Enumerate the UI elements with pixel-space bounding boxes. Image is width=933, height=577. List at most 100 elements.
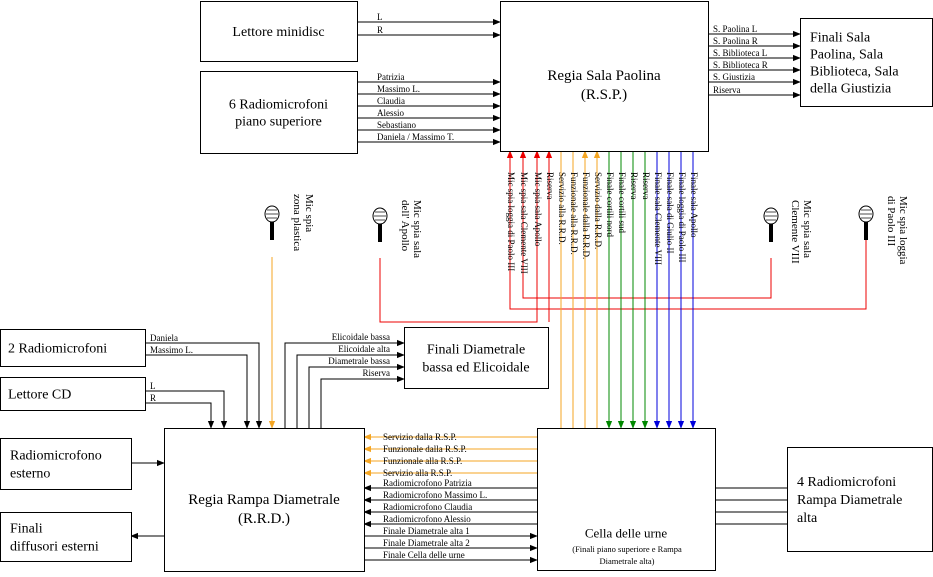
label-diametrale-output: Riserva — [363, 368, 391, 378]
label-vertical-signal: Servizio alla R.R.D. — [557, 172, 567, 245]
box-finali-sala-paolina-label: Paolina, Sala — [810, 47, 884, 62]
box-regia-rampa-diametrale-label: Regia Rampa Diametrale — [188, 492, 340, 508]
microphone-icon-label: Mic spia sala — [411, 200, 423, 258]
microphone-icon-label: Mic spia loggia — [897, 196, 909, 265]
label-paolina-output: Riserva — [713, 85, 741, 95]
label-cella-output: Finale Diametrale alta 1 — [383, 526, 470, 536]
label-cella-output: Finale Cella delle urne — [383, 550, 465, 560]
box-regia-sala-paolina-label: (R.S.P.) — [581, 87, 627, 103]
microphone-icon-label: di Paolo III — [885, 196, 897, 246]
wire-diametrale-output — [284, 339, 405, 428]
wire-mic-apollo — [379, 150, 541, 323]
wire-radiomic-2 — [145, 354, 251, 429]
label-vertical-signal: Servizio dalla R.R.D. — [593, 172, 603, 249]
cella-urne-subtitle: (Finali piano superiore e Rampa — [572, 544, 682, 554]
microphone-icon-label: Mic spia sala — [801, 200, 813, 258]
box-finali-sala-paolina-label: Finali Sala — [810, 30, 871, 45]
box-4-radiomicrofoni-rampa-label: alta — [797, 511, 818, 526]
cella-urne-subtitle: Diametrale alta) — [600, 556, 655, 566]
label-paolina-output: S. Paolina L — [713, 24, 757, 34]
box-finali-sala-paolina-label: Biblioteca, Sala — [810, 64, 899, 79]
label-rrd-input: Funzionale alla R.S.P. — [383, 456, 462, 466]
box-cella-delle-urne-label: Cella delle urne — [585, 526, 668, 541]
box-lettore-minidisc-label: Lettore minidisc — [232, 25, 324, 40]
box-finali-diametrale-bassa-label: bassa ed Elicoidale — [422, 360, 529, 375]
label-rrd-input: Servizio dalla R.S.P. — [383, 432, 457, 442]
microphone-icon-label: Mic spia — [303, 194, 315, 232]
label-diametrale-output: Elicoidale alta — [338, 344, 390, 354]
label-minidisc-L: L — [377, 12, 383, 22]
wire-diametrale-output — [308, 363, 405, 428]
box-4-radiomicrofoni-rampa-label: Rampa Diametrale — [797, 493, 902, 508]
box-radiomicrofoni-piano-superiore-label: piano superiore — [235, 114, 322, 129]
label-vertical-signal: Funzionale alla R.R.D. — [569, 172, 579, 255]
label-cella-output: Finale Diametrale alta 2 — [383, 538, 470, 548]
box-radiomicrofoni-piano-superiore-label: 6 Radiomicrofoni — [229, 97, 328, 112]
label-paolina-output: S. Biblioteca L — [713, 48, 767, 58]
box-finali-sala-paolina-label: della Giustizia — [810, 81, 892, 96]
label-piano-superiore: Alessio — [377, 108, 405, 118]
label-vertical-signal: Finale loggia di Paolo III — [677, 172, 687, 262]
box-radiomicrofono-esterno: Radiomicrofono esterno — [0, 438, 132, 490]
label-diametrale-output: Diametrale bassa — [328, 356, 390, 366]
box-regia-rampa-diametrale-label: (R.R.D.) — [238, 511, 290, 527]
label-vertical-signal: Riserva — [629, 172, 639, 200]
box-lettore-cd: Lettore CD — [0, 377, 146, 411]
label-radiomic-2: Daniela — [150, 333, 178, 343]
box-finali-diffusori-esterni-label: diffusori esterni — [10, 539, 99, 554]
box-finali-diametrale-bassa: Finali Diametrale bassa ed Elicoidale — [404, 327, 549, 389]
label-paolina-output: S. Paolina R — [713, 36, 758, 46]
wire-mic-loggia-paolo — [506, 150, 867, 310]
label-diametrale-output: Elicoidale bassa — [332, 332, 390, 342]
label-minidisc-R: R — [377, 25, 383, 35]
box-lettore-minidisc: Lettore minidisc — [200, 1, 358, 62]
wire-diametrale-output — [320, 375, 405, 428]
label-vertical-signal: Finale cortili sud — [617, 172, 627, 233]
box-radiomicrofono-esterno-label: Radiomicrofono — [10, 448, 102, 463]
label-piano-superiore: Patrizia — [377, 72, 405, 82]
label-vertical-signal: Finale sala Apollo — [689, 172, 699, 238]
wire-mic-clemente — [519, 150, 772, 299]
wires — [130, 18, 867, 564]
wire-servizio-alla-rrd — [363, 151, 562, 477]
box-radiomicrofono-esterno-label: esterno — [10, 466, 50, 481]
wire-diametrale-output — [296, 351, 405, 428]
box-radiomicrofoni-piano-superiore: 6 Radiomicrofoni piano superiore — [200, 71, 358, 154]
label-rampa-alta-input: Radiomicrofono Alessio — [383, 514, 471, 524]
label-rrd-input: Servizio alla R.S.P. — [383, 468, 452, 478]
wire-cd-R — [145, 402, 215, 429]
label-cd-L: L — [150, 381, 156, 391]
microphone-icon-label: zona plastica — [291, 194, 303, 251]
label-piano-superiore: Sebastiano — [377, 120, 416, 130]
label-piano-superiore: Massimo L. — [377, 84, 420, 94]
microphone-icon-label: Clemente VIII — [789, 200, 801, 264]
label-radiomic-2: Massimo L. — [150, 345, 193, 355]
box-finali-diametrale-bassa-label: Finali Diametrale — [427, 342, 525, 357]
box-4-radiomicrofoni-rampa-label: 4 Radiomicrofoni — [797, 475, 896, 490]
label-vertical-signal: Mic spia sala Apollo — [533, 172, 543, 247]
label-vertical-signal: Mic spia loggia di Paolo III — [506, 172, 516, 271]
wire-cd-L — [145, 390, 228, 429]
label-vertical-signal: Funzionale dalla R.R.D. — [581, 172, 591, 259]
label-paolina-output: S. Giustizia — [713, 72, 755, 82]
box-finali-diffusori-esterni-label: Finali — [10, 521, 43, 536]
label-cd-R: R — [150, 393, 156, 403]
box-2-radiomicrofoni-label: 2 Radiomicrofoni — [8, 341, 107, 356]
label-piano-superiore: Claudia — [377, 96, 405, 106]
label-vertical-signal: Riserva — [545, 172, 555, 200]
box-regia-sala-paolina-label: Regia Sala Paolina — [547, 68, 661, 84]
label-rampa-alta-input: Radiomicrofono Claudia — [383, 502, 472, 512]
signal-labels: (Finali piano superiore e RampaDiametral… — [150, 12, 768, 566]
box-2-radiomicrofoni: 2 Radiomicrofoni — [0, 329, 146, 367]
label-rrd-input: Funzionale dalla R.S.P. — [383, 444, 467, 454]
label-paolina-output: S. Biblioteca R — [713, 60, 768, 70]
